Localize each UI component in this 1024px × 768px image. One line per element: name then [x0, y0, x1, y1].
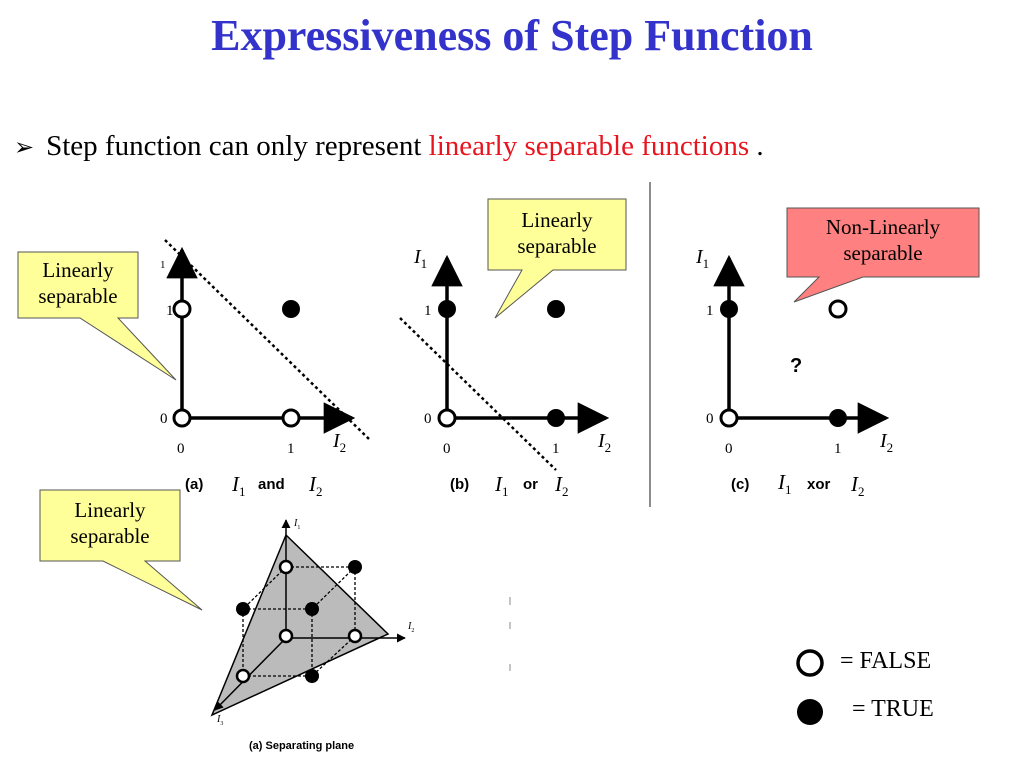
caption-var1: I1 — [231, 472, 246, 499]
y-axis-label: I1 — [413, 246, 427, 271]
y-axis-label: I1 — [695, 246, 709, 271]
true-point — [720, 300, 738, 318]
legend-true-label: = TRUE — [852, 696, 934, 722]
true-point — [829, 409, 847, 427]
callout-a-line1: Linearly — [42, 258, 114, 282]
caption-var2: I2 — [554, 472, 569, 499]
caption-var2: I2 — [850, 472, 865, 499]
axis-i3-label: I3 — [216, 714, 223, 727]
true-point — [348, 560, 362, 574]
y-tick-1: 1 — [424, 303, 432, 319]
false-point — [281, 408, 301, 428]
true-point — [438, 300, 456, 318]
callout-b-line2: separable — [517, 234, 597, 258]
caption-op: xor — [807, 476, 831, 493]
x-tick-0: 0 — [443, 441, 451, 457]
false-point — [719, 408, 739, 428]
bullet-arrow-icon: ➢ — [14, 133, 35, 161]
false-point — [278, 628, 294, 644]
plot-3d-plane: I1 I2 I3 (a) Separating plane — [210, 518, 414, 752]
plot-or-separator — [399, 317, 557, 471]
bullet-end: . — [749, 130, 764, 162]
slide-title: Expressiveness of Step Function — [211, 11, 813, 60]
false-point — [235, 668, 251, 684]
caption-op: and — [258, 476, 285, 493]
false-point — [172, 299, 192, 319]
false-point — [278, 559, 294, 575]
x-tick-1: 1 — [287, 441, 295, 457]
x-tick-0: 0 — [177, 441, 185, 457]
caption-var1: I1 — [494, 472, 509, 499]
callout-b-shape — [487, 198, 627, 319]
cube-edges — [242, 566, 356, 677]
callout-d-shape — [39, 489, 203, 611]
callout-d-line2: separable — [70, 524, 150, 548]
x-tick-1: 1 — [552, 441, 560, 457]
false-point — [172, 408, 192, 428]
plot-xor: ? I1 1 0 0 1 I2 (c) I1 xor I2 — [695, 246, 893, 499]
y-tick-1: 1 — [166, 303, 174, 319]
y-tick-1: 1 — [706, 303, 714, 319]
bullet-text: Step function can only represent — [46, 130, 429, 162]
callout-c-line1: Non-Linearly — [825, 215, 941, 239]
caption-letter: (b) — [450, 476, 469, 493]
plot-and-separator — [164, 239, 371, 441]
callout-c-text: Non-Linearly separable — [787, 214, 979, 266]
false-point — [347, 628, 363, 644]
callout-a-text: Linearly separable — [18, 257, 138, 309]
true-point — [282, 300, 300, 318]
x-axis-label: I2 — [332, 430, 346, 455]
axis-i3 — [214, 637, 287, 711]
plot-or: I1 1 0 0 1 I2 (b) I1 or I2 — [399, 246, 611, 499]
true-point — [547, 409, 565, 427]
callout-a-shape — [17, 251, 177, 381]
bullet-point: ➢ Step function can only represent linear… — [14, 130, 764, 163]
x-axis-label: I2 — [597, 430, 611, 455]
false-point — [828, 299, 848, 319]
true-point — [547, 300, 565, 318]
caption-op: or — [523, 476, 538, 493]
true-point — [305, 602, 319, 616]
y-tick-0: 0 — [706, 411, 714, 427]
bullet-highlight: linearly separable functions — [428, 130, 750, 162]
true-point — [236, 602, 250, 616]
callout-c-line2: separable — [843, 241, 923, 265]
separating-plane — [210, 533, 390, 717]
y-tick-0: 0 — [424, 411, 432, 427]
x-axis-label: I2 — [879, 430, 893, 455]
axis-i1-label: I1 — [293, 518, 300, 531]
caption-var1: I1 — [777, 470, 792, 497]
legend-false-marker — [796, 649, 824, 677]
callout-b-text: Linearly separable — [488, 207, 626, 259]
plane-caption: (a) Separating plane — [249, 740, 354, 752]
callout-b-line1: Linearly — [521, 208, 593, 232]
false-point — [437, 408, 457, 428]
legend-true-marker — [797, 699, 823, 725]
y-tick-0: 0 — [160, 411, 168, 427]
callout-a-line2: separable — [38, 284, 118, 308]
plot-and: 1 1 0 0 1 I2 (a) I1 and I2 — [160, 239, 371, 499]
true-point — [305, 669, 319, 683]
x-tick-0: 0 — [725, 441, 733, 457]
caption-var2: I2 — [308, 472, 323, 499]
axis-i2-label: I2 — [407, 621, 414, 634]
caption-letter: (a) — [185, 476, 203, 493]
question-mark: ? — [790, 355, 802, 377]
legend-false-label: = FALSE — [840, 648, 932, 674]
y-tick-top: 1 — [160, 259, 166, 271]
callout-c-shape — [786, 207, 980, 303]
callout-d-text: Linearly separable — [40, 497, 180, 549]
x-tick-1: 1 — [834, 441, 842, 457]
callout-d-line1: Linearly — [74, 498, 146, 522]
caption-letter: (c) — [731, 476, 749, 493]
